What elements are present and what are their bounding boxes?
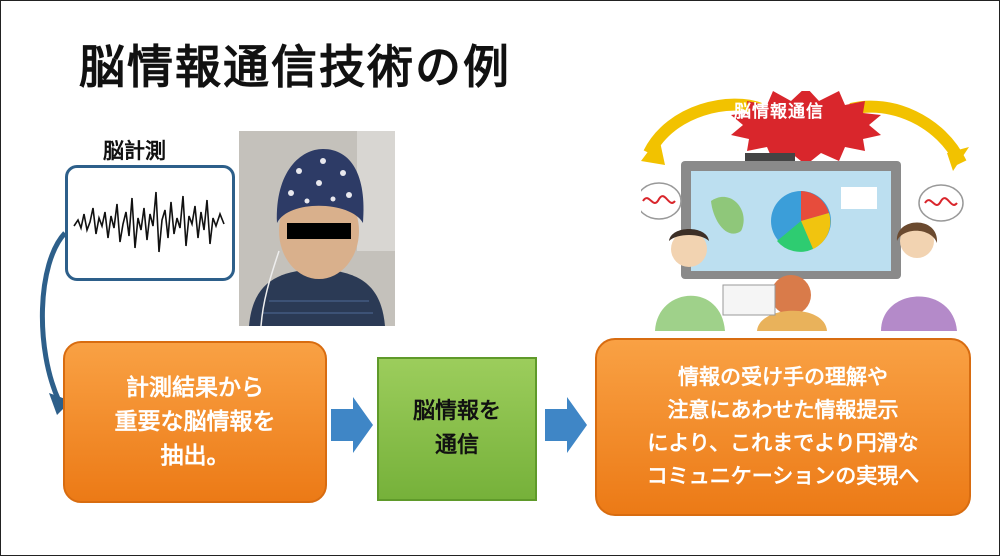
person-with-eeg-cap-icon bbox=[239, 131, 395, 326]
extract-step-box: 計測結果から 重要な脳情報を 抽出。 bbox=[63, 341, 327, 503]
right-arrow-icon bbox=[331, 397, 373, 453]
result-line-3: により、これまでより円滑な bbox=[647, 431, 919, 455]
communicate-line-2: 通信 bbox=[434, 433, 479, 458]
eeg-waveform-icon bbox=[73, 191, 225, 253]
result-line-4: コミュニケーションの実現へ bbox=[646, 464, 920, 488]
brain-communication-illustration bbox=[641, 91, 969, 331]
result-step-box: 情報の受け手の理解や 注意にあわせた情報提示 により、これまでより円滑な コミュ… bbox=[595, 338, 971, 516]
eeg-cap-photo bbox=[239, 131, 395, 326]
eeg-waveform-panel bbox=[65, 165, 235, 281]
result-line-1: 情報の受け手の理解や bbox=[678, 365, 888, 389]
result-line-2: 注意にあわせた情報提示 bbox=[667, 398, 899, 422]
curved-arrow-right-icon bbox=[947, 147, 969, 171]
communicate-step-box: 脳情報を 通信 bbox=[377, 357, 537, 501]
page-title: 脳情報通信技術の例 bbox=[79, 40, 511, 94]
curved-arrow-left-icon bbox=[641, 137, 665, 165]
brain-info-comm-burst-label: 脳情報通信 bbox=[734, 102, 824, 122]
right-arrow-icon bbox=[545, 397, 587, 453]
brain-measurement-label: 脳計測 bbox=[103, 139, 166, 163]
extract-line-3: 抽出。 bbox=[160, 443, 230, 469]
extract-line-1: 計測結果から bbox=[126, 375, 264, 401]
extract-line-2: 重要な脳情報を bbox=[114, 409, 276, 435]
communicate-line-1: 脳情報を bbox=[412, 399, 501, 424]
burst-icon bbox=[731, 91, 881, 165]
